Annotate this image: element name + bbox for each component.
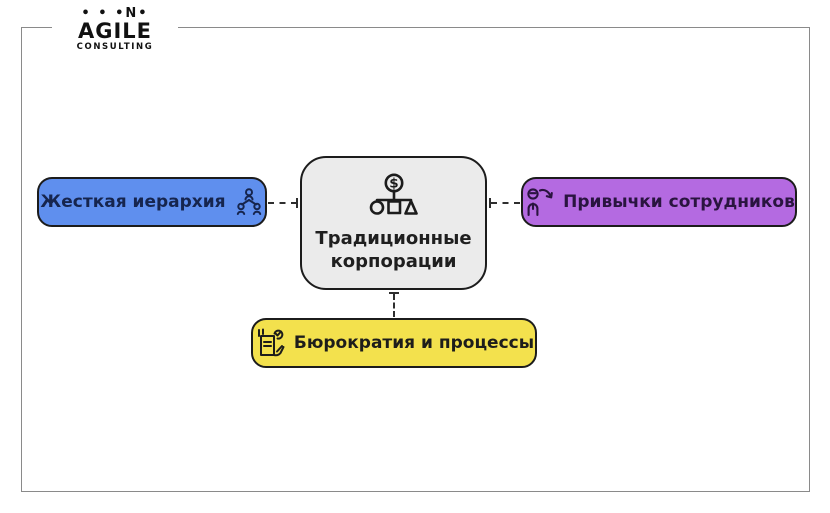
connector-bottom — [393, 294, 395, 317]
logo-dots: • • •N• — [81, 6, 149, 21]
node-rigid-hierarchy: Жесткая иерархия — [37, 177, 267, 227]
document-signing-icon — [254, 327, 286, 359]
person-decline-icon — [523, 186, 555, 218]
left-node-label: Жесткая иерархия — [40, 192, 226, 212]
node-traditional-corporations: $ Традиционные корпорации — [300, 156, 487, 290]
logo-subtitle: CONSULTING — [76, 42, 154, 52]
team-hierarchy-icon — [234, 188, 264, 216]
node-bureaucracy-processes: Бюрократия и процессы — [251, 318, 537, 368]
diagram-frame — [21, 27, 810, 492]
connector-bottom-tick — [389, 292, 399, 294]
connector-left — [268, 202, 297, 204]
connector-left-tick — [296, 198, 298, 208]
right-node-label: Привычки сотрудников — [563, 192, 795, 212]
center-node-label: Традиционные корпорации — [315, 228, 472, 272]
connector-right — [491, 202, 520, 204]
agile-consulting-logo: • • •N• AGILE CONSULTING — [52, 4, 178, 55]
org-chart-dollar-icon: $ — [368, 173, 420, 223]
node-employee-habits: Привычки сотрудников — [521, 177, 797, 227]
bottom-node-label: Бюрократия и процессы — [293, 333, 535, 353]
svg-text:$: $ — [389, 176, 398, 192]
connector-right-tick — [489, 198, 491, 208]
logo-title: AGILE — [77, 19, 153, 43]
